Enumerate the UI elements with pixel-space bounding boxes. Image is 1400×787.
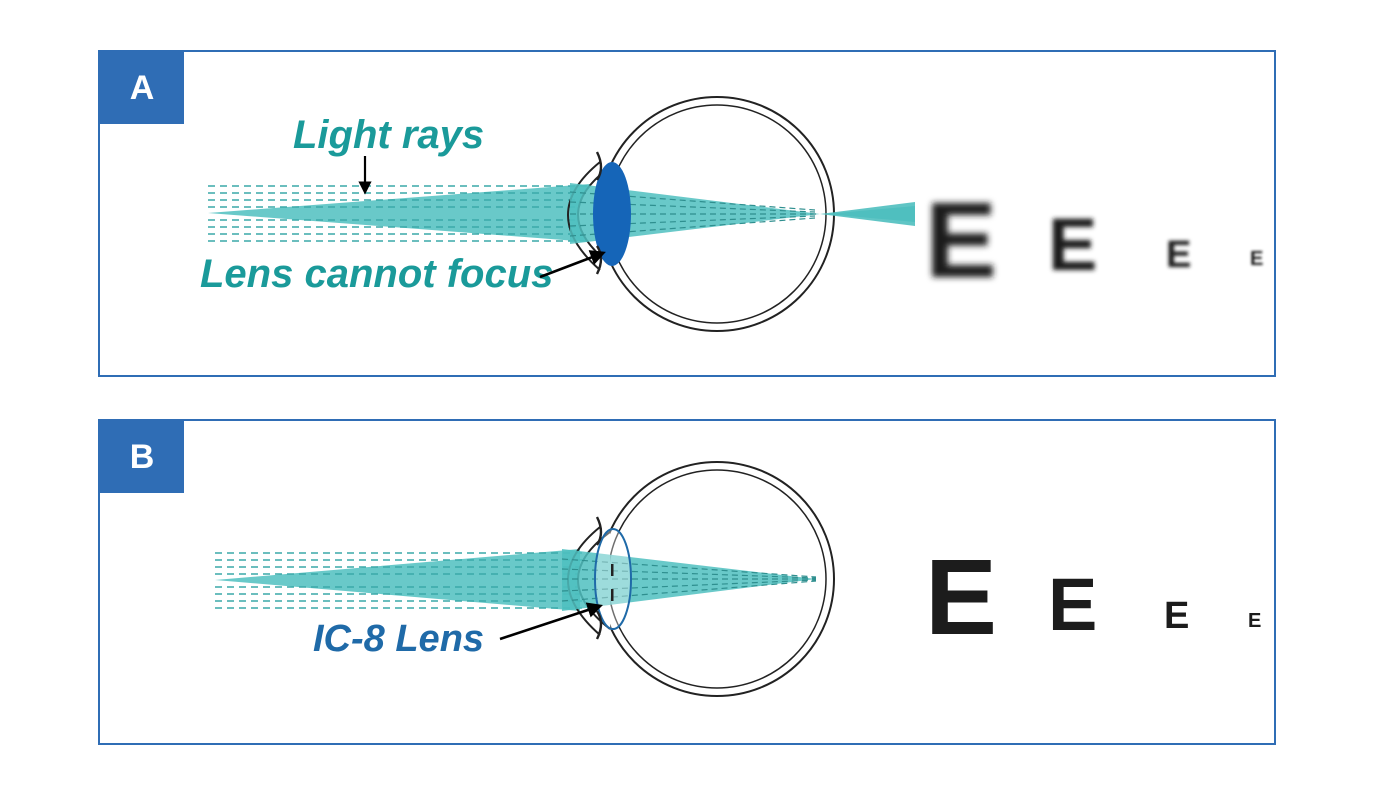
lens-aperture-mark <box>611 564 614 576</box>
chart-letter: E <box>925 536 997 657</box>
diagram-a: E E E E Light rays Lens cannot focus <box>200 96 1263 332</box>
lens-arrow <box>539 250 606 279</box>
chart-letter: E <box>1250 248 1263 270</box>
panel-badge: A <box>100 52 184 124</box>
chart-letter: E <box>1164 595 1189 637</box>
ic8-lens <box>594 528 632 630</box>
lens-aperture-mark <box>611 589 614 601</box>
eye-chart-b: E E E E <box>925 536 1261 657</box>
diagram-b: E E E E IC-8 Lens <box>215 461 1261 697</box>
eye-chart-a: E E E E <box>925 179 1263 300</box>
light-rays-label: Light rays <box>293 113 484 157</box>
panel-badge: B <box>100 421 184 493</box>
chart-letter: E <box>1048 563 1097 646</box>
chart-letter: E <box>1048 203 1097 286</box>
lens-cannot-focus-label: Lens cannot focus <box>200 252 553 296</box>
panel-b: B <box>98 419 1276 745</box>
eyeball-a <box>567 96 915 332</box>
natural-lens <box>593 162 631 266</box>
chart-letter: E <box>1166 234 1191 276</box>
incoming-rays-a <box>208 184 600 242</box>
chart-letter: E <box>925 179 997 300</box>
eyeball-b <box>561 461 835 697</box>
incoming-rays-b <box>215 549 595 611</box>
ic8-lens-label: IC-8 Lens <box>313 618 484 660</box>
panel-a: A <box>98 50 1276 377</box>
ic8-lens-arrow <box>499 602 603 641</box>
chart-letter: E <box>1248 610 1261 632</box>
